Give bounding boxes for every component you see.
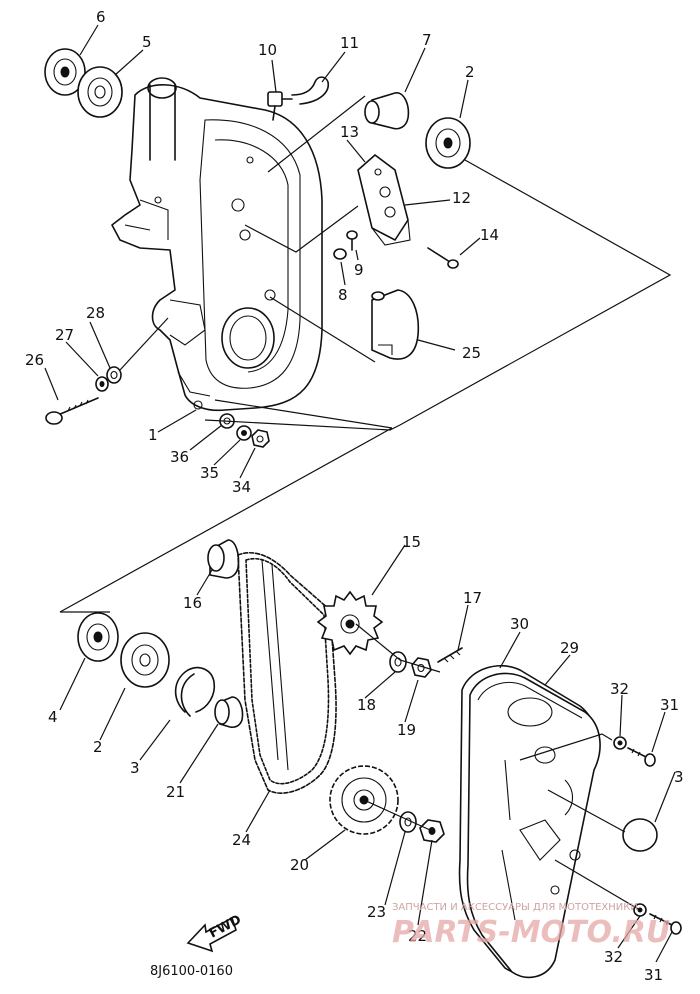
watermark: ЗАПЧАСТИ И АКСЕССУАРЫ ДЛЯ МОТОТЕХНИКИ PA…: [392, 902, 670, 950]
bolt-31-top: [627, 747, 656, 767]
washer-18: [389, 651, 407, 673]
label-part-19: 19: [397, 721, 416, 739]
label-part-29: 29: [560, 639, 579, 657]
label-part-32-top: 32: [610, 680, 629, 698]
bearing-6: [44, 48, 86, 96]
cap-3-right: [622, 818, 658, 852]
label-part-4: 4: [48, 708, 58, 726]
label-part-24: 24: [232, 831, 251, 849]
label-part-16: 16: [183, 594, 202, 612]
label-part-2-bottom: 2: [93, 738, 103, 756]
label-part-13: 13: [340, 123, 359, 141]
label-part-12: 12: [452, 189, 471, 207]
label-part-28: 28: [86, 304, 105, 322]
label-part-9: 9: [354, 261, 364, 279]
bolt-26: [45, 397, 99, 425]
washer-8: [333, 248, 347, 260]
label-part-8: 8: [338, 286, 348, 304]
label-part-18: 18: [357, 696, 376, 714]
circlip-3-left: [174, 666, 216, 717]
tensioner-bracket-12: [371, 219, 411, 246]
nut-19: [411, 657, 432, 678]
collar-16: [207, 539, 240, 579]
label-part-3-right: 3: [674, 768, 684, 786]
label-part-1: 1: [148, 426, 158, 444]
nut-22: [419, 819, 445, 843]
washer-23: [399, 811, 417, 833]
breather-hose-11: [291, 76, 329, 105]
label-part-34: 34: [232, 478, 251, 496]
label-part-26: 26: [25, 351, 44, 369]
label-part-21: 21: [166, 783, 185, 801]
label-part-20: 20: [290, 856, 309, 874]
label-part-23: 23: [367, 903, 386, 921]
drive-chain-24: [237, 551, 337, 794]
lower-assembly-lines: [60, 611, 641, 911]
label-part-10: 10: [258, 41, 277, 59]
washer-28: [106, 366, 122, 384]
spring-washer-27: [95, 376, 109, 392]
label-part-27: 27: [55, 326, 74, 344]
fwd-arrow-icon: FWD: [186, 912, 244, 953]
label-part-31-bottom: 31: [644, 966, 663, 984]
collar-21: [214, 696, 244, 729]
bearing-5: [77, 66, 123, 118]
label-part-14: 14: [480, 226, 499, 244]
label-part-22: 22: [408, 927, 427, 945]
nut-34: [251, 429, 270, 448]
label-part-32-bottom: 32: [604, 948, 623, 966]
bearing-2-top: [425, 117, 471, 169]
watermark-logo: PARTS-MOTO.RU: [392, 915, 670, 950]
label-part-2-top: 2: [465, 63, 475, 81]
tensioner-block-25: [371, 289, 420, 360]
leader-lines: [44, 24, 676, 963]
part-number-labels: 6 5 10 11 7 2 13 12 14 9 8 25 28 27 26 1…: [25, 8, 684, 984]
label-part-36: 36: [170, 448, 189, 466]
chain-case-cover-29: [466, 672, 601, 979]
label-part-3-left: 3: [130, 759, 140, 777]
label-part-7: 7: [422, 31, 432, 49]
tensioner-plate-13: [357, 153, 409, 242]
label-part-5: 5: [142, 33, 152, 51]
label-part-35: 35: [200, 464, 219, 482]
bearing-4: [77, 612, 119, 662]
label-part-30: 30: [510, 615, 529, 633]
label-part-25: 25: [462, 344, 481, 362]
spring-washer-35: [236, 425, 252, 441]
bolt-14: [427, 247, 459, 269]
drawing-code: 8J6100-0160: [150, 964, 233, 979]
washer-32-top: [613, 736, 627, 750]
fwd-arrow-label: FWD: [207, 912, 244, 941]
bolt-31-bottom: [649, 913, 682, 935]
screw-9: [346, 230, 358, 251]
label-part-11: 11: [340, 34, 359, 52]
chain-case-housing: [111, 77, 323, 412]
label-part-6: 6: [96, 8, 106, 26]
drive-sprocket-15: [316, 590, 384, 656]
label-part-31-top: 31: [660, 696, 679, 714]
breather-fitting-10: [267, 91, 293, 121]
watermark-tagline: ЗАПЧАСТИ И АКСЕССУАРЫ ДЛЯ МОТОТЕХНИКИ: [392, 902, 638, 913]
label-part-17: 17: [463, 589, 482, 607]
label-part-15: 15: [402, 533, 421, 551]
upper-assembly-lines: [59, 95, 672, 613]
bearing-2-bottom: [120, 632, 170, 688]
pin-17: [437, 647, 463, 663]
bushing-7: [364, 92, 410, 130]
